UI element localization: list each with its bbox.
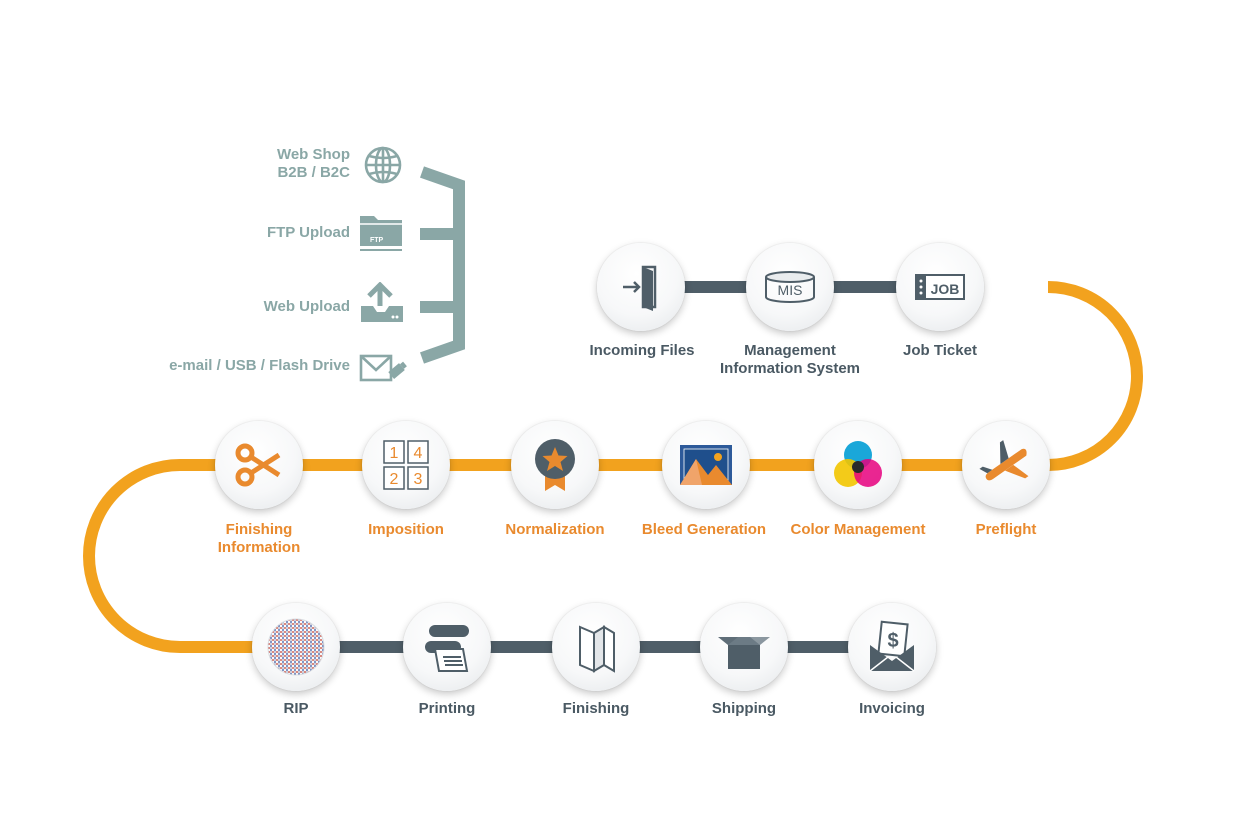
imposition-grid-icon: 1 4 2 3 [383,440,429,490]
ftp-folder-icon: FTP [360,216,402,251]
imposition-page-1: 1 [390,445,399,462]
airplane-icon [979,440,1029,481]
upload-tray-icon [361,282,403,322]
source-label-mail-usb: e-mail / USB / Flash Drive [169,357,350,374]
node-label-preflight: Preflight [975,521,1037,538]
mis-database-icon: MIS [765,271,815,303]
node-incoming-files[interactable] [597,243,685,331]
imposition-page-2: 2 [390,471,399,488]
source-label-ftp-upload: FTP Upload [266,224,350,241]
printing-rollers-icon [425,625,469,672]
node-shipping[interactable] [700,603,788,691]
imposition-page-4: 4 [414,445,423,462]
star-badge-icon [535,439,575,491]
node-label-normalization: Normalization [505,521,605,538]
node-label-bleed-generation: Bleed Generation [641,521,767,538]
scissors-icon [235,443,281,487]
node-imposition[interactable]: 1 4 2 3 [362,421,450,509]
mis-icon-text: MIS [778,282,803,298]
node-printing[interactable] [403,603,491,691]
door-enter-icon [623,265,657,311]
node-label-invoicing: Invoicing [859,700,925,717]
node-finishing-information[interactable] [215,421,303,509]
node-label-color-management: Color Management [790,521,926,538]
job-ticket-icon: JOB [915,274,965,300]
node-label-shipping: Shipping [711,700,777,717]
connector-right-loop [1047,281,1143,471]
node-job-ticket[interactable]: JOB [896,243,984,331]
globe-icon [364,146,402,184]
node-finishing[interactable] [552,603,640,691]
node-mis[interactable]: MIS [746,243,834,331]
node-rip[interactable] [252,603,340,691]
node-label-finishing: Finishing [562,700,630,717]
mail-usb-icon [359,354,407,382]
node-invoicing[interactable]: $ [848,603,936,691]
node-label-printing: Printing [418,700,476,717]
job-icon-text: JOB [931,281,960,297]
connector-left-loop [83,459,262,653]
node-label-job-ticket: Job Ticket [903,342,977,359]
node-label-rip: RIP [283,700,309,717]
node-label-imposition: Imposition [368,521,444,538]
open-box-icon [718,637,770,669]
node-color-management[interactable] [814,421,902,509]
node-preflight[interactable] [962,421,1050,509]
node-normalization[interactable] [511,421,599,509]
color-circles-icon [834,441,882,487]
source-bracket [420,166,465,364]
halftone-dots-icon [267,618,325,676]
source-label-web-upload: Web Upload [263,298,350,315]
node-bleed-generation[interactable] [662,421,750,509]
folded-paper-icon [579,625,615,673]
invoice-dollar-text: $ [887,630,898,652]
imposition-page-3: 3 [414,471,423,488]
invoice-envelope-icon: $ [869,620,915,672]
bleed-image-icon [680,445,732,485]
ftp-icon-text: FTP [370,237,384,244]
node-label-incoming-files: Incoming Files [589,342,695,359]
